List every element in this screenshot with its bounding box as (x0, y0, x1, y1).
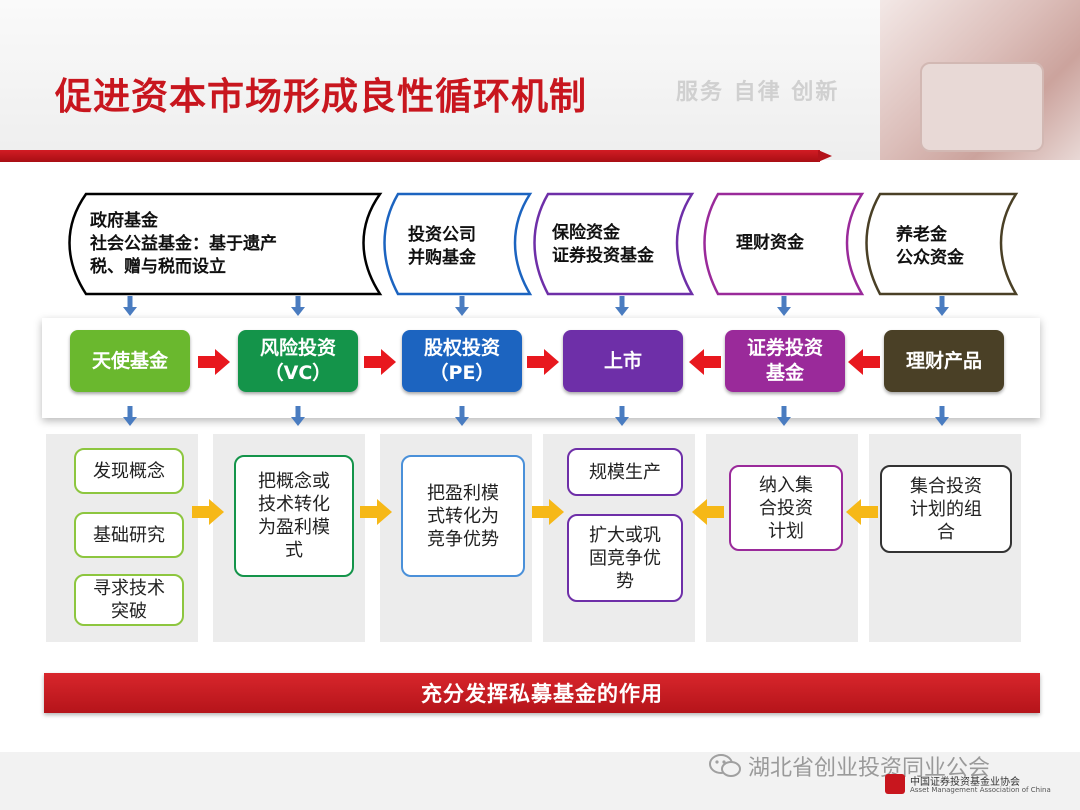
arrow-vc-to-pe-box (360, 499, 392, 525)
stage-private-equity: 股权投资 （PE） (402, 330, 522, 392)
association-logo-icon (885, 774, 905, 794)
page-title: 促进资本市场形成良性循环机制 (55, 75, 587, 118)
arrow-down-stage-6 (935, 406, 949, 426)
source-scroll-3 (533, 192, 695, 296)
stage-ipo: 上市 (563, 330, 683, 392)
source-scroll-1 (68, 192, 383, 296)
arrow-pe-to-ipo-box (532, 499, 564, 525)
box-discover-concept: 发现概念 (74, 448, 184, 494)
arrow-down-stage-4 (615, 406, 629, 426)
source-scroll-5 (865, 192, 1019, 296)
arrow-down-source-1b (291, 296, 305, 316)
arrow-angel-to-vc-box (192, 499, 224, 525)
stage-wealth-product: 理财产品 (884, 330, 1004, 392)
arrow-vc-to-pe (364, 349, 396, 375)
arrow-angel-to-vc (198, 349, 230, 375)
box-scale-production: 规模生产 (567, 448, 683, 496)
stage-securities-fund: 证券投资 基金 (725, 330, 845, 392)
arrow-down-source-2 (455, 296, 469, 316)
arrow-down-stage-5 (777, 406, 791, 426)
stage-angel-fund: 天使基金 (70, 330, 190, 392)
box-expand-advantage: 扩大或巩 固竞争优 势 (567, 514, 683, 602)
source-scrolls (68, 192, 1019, 296)
box-investment-portfolio: 集合投资 计划的组 合 (880, 465, 1012, 553)
conclusion-banner: 充分发挥私募基金的作用 (44, 673, 1040, 713)
box-tech-breakthrough: 寻求技术 突破 (74, 574, 184, 626)
source-scroll-2 (383, 192, 533, 296)
arrow-down-stage-1 (123, 406, 137, 426)
box-collective-investment: 纳入集 合投资 计划 (729, 465, 843, 551)
box-concept-to-profit: 把概念或 技术转化 为盈利模 式 (234, 455, 354, 577)
arrow-down-source-4 (777, 296, 791, 316)
title-divider-arrow (818, 150, 832, 162)
source-text-4: 理财资金 (736, 233, 804, 253)
seal-image (920, 62, 1044, 152)
association-name-cn: 中国证券投资基金业协会 (910, 777, 1020, 788)
slogan: 服务 自律 创新 (676, 80, 840, 105)
stage-venture-capital: 风险投资 （VC） (238, 330, 358, 392)
source-text-3: 保险资金 证券投资基金 (552, 223, 654, 266)
arrow-down-stage-3 (455, 406, 469, 426)
box-profit-to-advantage: 把盈利模 式转化为 竞争优势 (401, 455, 525, 577)
title-divider (0, 150, 820, 162)
wechat-icon (708, 752, 742, 780)
arrow-fund-to-ipo (689, 349, 721, 375)
box-basic-research: 基础研究 (74, 512, 184, 558)
arrow-down-stage-2 (291, 406, 305, 426)
arrow-down-source-1 (123, 296, 137, 316)
source-text-2: 投资公司 并购基金 (408, 225, 476, 268)
wechat-account-name: 湖北省创业投资同业公会 (748, 756, 991, 781)
arrow-fund-to-ipo-box (692, 499, 724, 525)
arrow-wealth-to-fund-box (846, 499, 878, 525)
arrow-pe-to-ipo (527, 349, 559, 375)
arrow-down-source-5 (935, 296, 949, 316)
association-name-en: Asset Management Association of China (910, 786, 1051, 794)
arrow-wealth-to-fund (848, 349, 880, 375)
source-text-5: 养老金 公众资金 (896, 225, 964, 268)
source-scroll-4 (703, 192, 865, 296)
arrow-down-source-3 (615, 296, 629, 316)
source-text-1: 政府基金 社会公益基金：基于遗产 税、赠与税而设立 (90, 211, 277, 277)
